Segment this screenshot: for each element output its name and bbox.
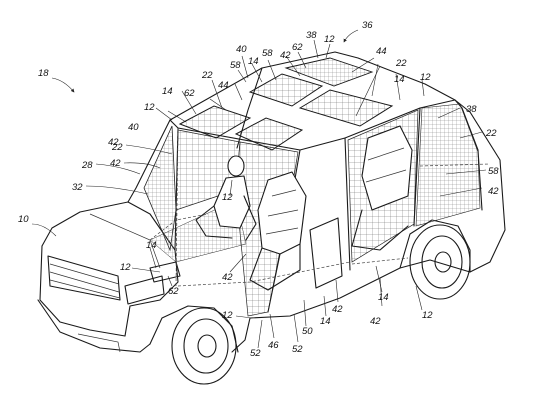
label-12-a: 12 xyxy=(144,102,155,113)
label-12-b: 12 xyxy=(324,34,335,45)
label-14-e: 14 xyxy=(320,316,331,327)
label-50: 50 xyxy=(302,326,313,337)
label-14-c: 14 xyxy=(394,74,405,85)
label-14-d: 14 xyxy=(146,240,157,251)
label-42-a: 42 xyxy=(108,137,119,148)
label-62-b: 62 xyxy=(292,42,303,53)
label-22-c: 22 xyxy=(395,58,407,69)
label-44-a: 44 xyxy=(218,80,229,91)
hidden-lines xyxy=(149,127,491,287)
roof-mesh-front-left xyxy=(178,105,252,139)
label-62-a: 62 xyxy=(184,88,195,99)
reference-numerals: 10 18 36 28 32 22 42 42 40 12 14 62 22 4… xyxy=(18,20,499,359)
label-10: 10 xyxy=(18,214,29,225)
label-38-b: 38 xyxy=(466,104,477,115)
label-12-d: 12 xyxy=(222,192,233,203)
label-42-g: 42 xyxy=(370,316,381,327)
label-46: 46 xyxy=(268,340,279,351)
label-44-b: 44 xyxy=(376,46,387,57)
label-42-c: 42 xyxy=(280,50,291,61)
cargo-mesh xyxy=(415,103,481,227)
roof-mesh-rear-right xyxy=(298,89,394,127)
label-32: 32 xyxy=(72,182,83,193)
label-36: 36 xyxy=(362,20,373,31)
label-52-b: 52 xyxy=(292,344,303,355)
label-28: 28 xyxy=(81,160,93,171)
label-12-g: 12 xyxy=(422,310,433,321)
label-40-a: 40 xyxy=(128,122,139,133)
interior-seats xyxy=(195,125,413,291)
label-42-b: 42 xyxy=(110,158,121,169)
label-42-d: 42 xyxy=(488,186,499,197)
label-12-f: 12 xyxy=(222,310,233,321)
label-14-a: 14 xyxy=(162,86,173,97)
label-42-f: 42 xyxy=(332,304,343,315)
label-40-b: 40 xyxy=(236,44,247,55)
roof-mesh-center xyxy=(284,57,374,87)
label-52-a: 52 xyxy=(250,348,261,359)
label-18: 18 xyxy=(38,68,49,79)
label-22-a: 22 xyxy=(111,142,123,153)
leader-lines xyxy=(31,29,487,349)
label-12-e: 12 xyxy=(120,262,131,273)
roof-mesh-front-right xyxy=(234,117,304,151)
label-38-a: 38 xyxy=(306,30,317,41)
label-22-b: 22 xyxy=(201,70,213,81)
label-58-a: 58 xyxy=(230,60,241,71)
label-42-e: 42 xyxy=(222,272,233,283)
label-12-c: 12 xyxy=(420,72,431,83)
label-62-c: 62 xyxy=(168,286,179,297)
label-14-f: 14 xyxy=(378,292,389,303)
label-22-d: 22 xyxy=(485,128,497,139)
label-58-b: 58 xyxy=(262,48,273,59)
label-58-c: 58 xyxy=(488,166,499,177)
label-14-b: 14 xyxy=(248,56,259,67)
roof-mesh-rear-left xyxy=(248,73,324,107)
